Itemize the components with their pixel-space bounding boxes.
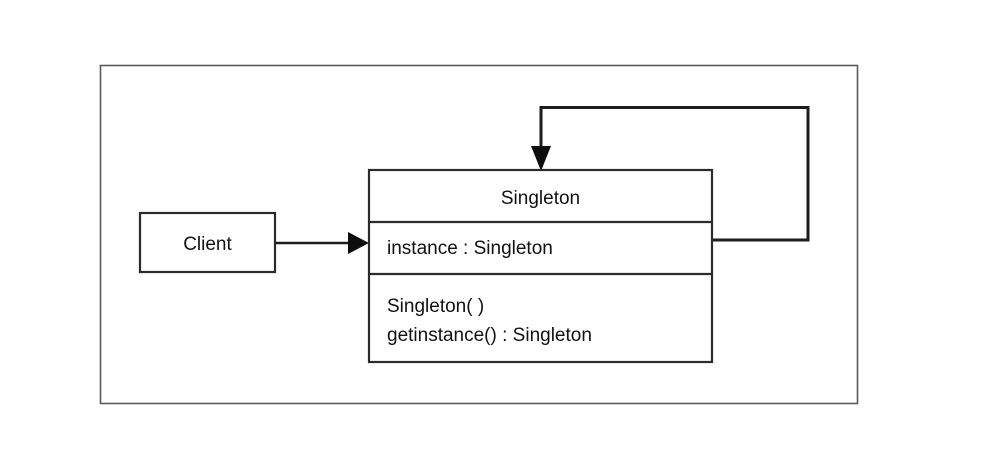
singleton-class-title: Singleton [501,188,580,209]
singleton-class-box[interactable] [367,168,714,364]
singleton-self-loop-line[interactable] [539,106,810,242]
diagram-frame [99,64,859,405]
singleton-operation-1: getinstance() : Singleton [387,325,592,346]
client-box-label: Client [183,234,232,255]
singleton-attribute-0: instance : Singleton [387,238,553,259]
client-association-arrowhead [348,232,369,254]
singleton-operation-0: Singleton( ) [387,296,484,317]
client-box[interactable] [138,211,277,274]
singleton-self-loop-arrowhead [531,146,551,171]
